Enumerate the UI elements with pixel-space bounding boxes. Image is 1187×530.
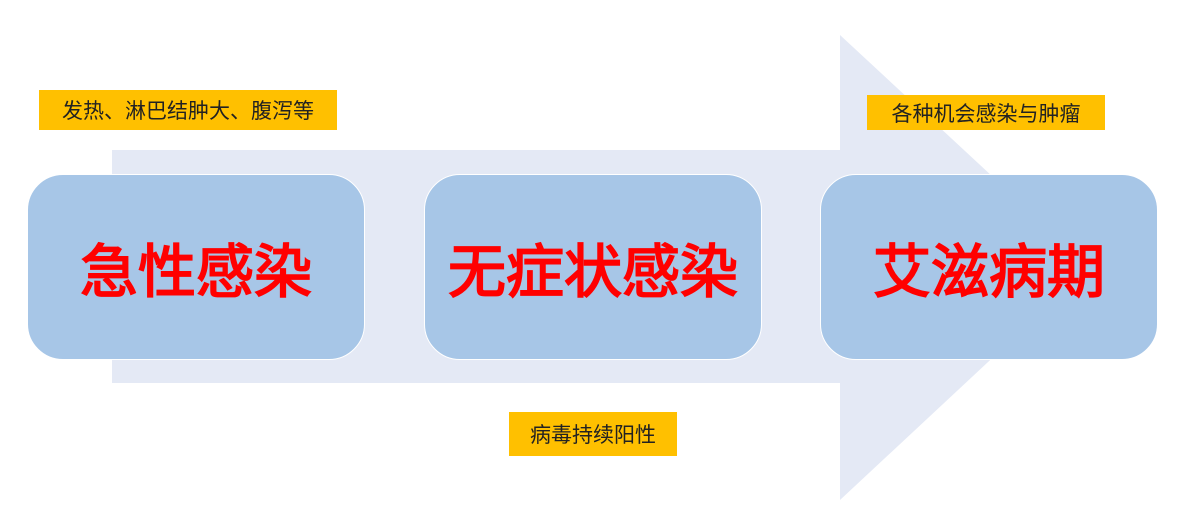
note-aids-symptoms: 各种机会感染与肿瘤 [867, 95, 1105, 130]
stage-acute-infection: 急性感染 [27, 174, 365, 360]
note-asymptomatic: 病毒持续阳性 [509, 412, 677, 456]
stage-asymptomatic-infection: 无症状感染 [424, 174, 762, 360]
note-acute-symptoms: 发热、淋巴结肿大、腹泻等 [39, 90, 337, 130]
stage-aids: 艾滋病期 [820, 174, 1158, 360]
